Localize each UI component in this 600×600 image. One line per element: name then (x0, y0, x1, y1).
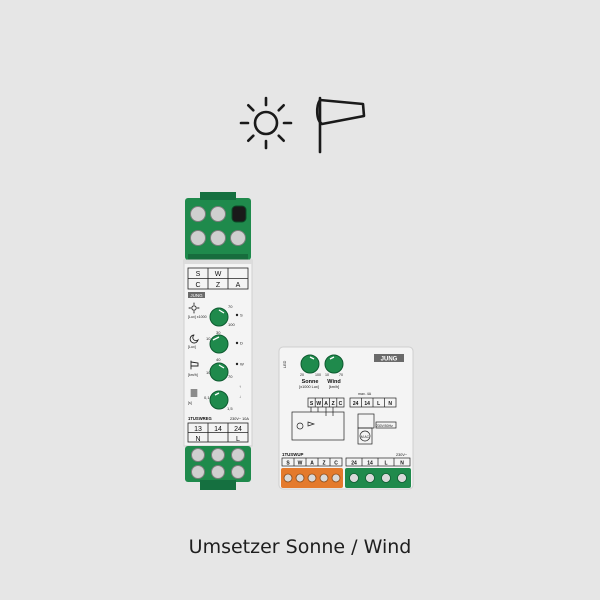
terminal-label-n: N (400, 461, 404, 467)
flush-led-label: LED (283, 360, 287, 368)
top-label-a: A (236, 282, 241, 289)
side-label-seconds: [s] (188, 401, 192, 405)
sun-dial-title: Sonne (302, 379, 319, 385)
dial3-lo: 10 (206, 370, 211, 375)
wind-dial-lo: 10 (325, 373, 329, 377)
led-wind (235, 362, 239, 366)
sun-dial-lo: 20 (300, 373, 304, 377)
terminal-label-c: C (334, 461, 338, 467)
din-rail-converter: S C W Z A JUNG 70 100 10 30 10 40 70 0,1… (183, 192, 253, 490)
flush-mounted-converter: JUNG LED 20 100 10 70 Sonne Wind [x1000 … (278, 346, 414, 490)
product-caption: Umsetzer Sonne / Wind (188, 536, 412, 558)
mark-s: S (240, 313, 243, 318)
green-terminal-block (345, 468, 411, 488)
terminal-label-24: 24 (351, 461, 357, 467)
mini-sun-icon (188, 302, 200, 314)
top-label-z: Z (216, 282, 221, 289)
top-label-c: C (195, 282, 200, 289)
bottom-label-n: N (195, 436, 200, 443)
led-dusk (235, 341, 239, 345)
schematic-z: Z (332, 401, 335, 407)
mini-timer-icon (190, 389, 198, 397)
schematic-c: C (339, 401, 343, 407)
side-label-lux: [Lux] (188, 345, 196, 349)
flush-rating-label: 230V~ (396, 453, 408, 457)
sun-dial-unit: [x1000 Lux] (299, 385, 319, 389)
flush-model-label: 1TUSWUP (282, 452, 304, 457)
dial-wind-threshold[interactable] (209, 362, 229, 382)
led-sun (235, 313, 239, 317)
rail-model-label: 1TUSWREG (188, 416, 212, 421)
dial-dusk-threshold[interactable] (209, 334, 229, 354)
motor-label: M AC (361, 435, 370, 439)
flush-brand-logo: JUNG (381, 357, 398, 363)
mini-moon-icon (189, 334, 199, 344)
bottom-screw-terminals (191, 448, 245, 479)
mark-w: W (240, 362, 244, 367)
top-label-w: W (215, 271, 222, 278)
dial1-right: 100 (228, 322, 235, 327)
sun-dial-hi: 100 (315, 373, 321, 377)
relay-n: N (388, 401, 392, 407)
voltage-label: 230V/50Hz (376, 424, 393, 428)
terminal-label-a: A (310, 461, 314, 467)
weather-icons (239, 96, 366, 154)
top-label-s: S (196, 271, 201, 278)
dial-wind-sensitivity[interactable] (324, 354, 344, 374)
terminal-label-14: 14 (367, 461, 373, 467)
mark-d: D (240, 341, 243, 346)
wind-dial-hi: 70 (339, 373, 343, 377)
terminal-label-w: W (298, 461, 303, 467)
wind-dial-title: Wind (327, 379, 340, 385)
sun-icon (239, 96, 293, 150)
dial2-lo: 10 (206, 336, 211, 341)
dial-sun-sensitivity[interactable] (300, 354, 320, 374)
mark-down: ↓ (239, 394, 241, 399)
windsock-icon (315, 96, 366, 154)
bottom-label-24: 24 (234, 426, 242, 433)
schematic-s: S (310, 401, 314, 407)
side-label-lux-x1000: [Lux] x1000 (188, 315, 207, 319)
wind-dial-unit: [km/h] (329, 385, 339, 389)
dial-delay-time[interactable] (209, 390, 229, 410)
dial4-lo: 0,1 (204, 395, 210, 400)
relay-l: L (377, 401, 380, 407)
relay-24: 24 (353, 401, 359, 407)
mini-windsock-icon (190, 360, 199, 370)
dial3-hi: 40 (216, 357, 221, 362)
schematic-a: A (324, 401, 328, 407)
bottom-label-13: 13 (194, 426, 202, 433)
dial1-hi: 70 (228, 304, 233, 309)
relay-14: 14 (364, 401, 370, 407)
bottom-label-14: 14 (214, 426, 222, 433)
top-screw-terminals (190, 205, 247, 246)
dial3-right: 70 (228, 374, 233, 379)
rail-rating-label: 230V~ 10A (230, 417, 249, 421)
mark-up: ↑ (239, 384, 241, 389)
dial2-hi: 30 (216, 330, 221, 335)
wiring-schematic (291, 397, 397, 445)
schematic-w: W (316, 401, 321, 407)
dial4-right: 1,5 (227, 406, 233, 411)
bottom-label-l: L (236, 436, 240, 443)
orange-terminal-block (281, 468, 343, 488)
terminal-label-z: Z (322, 461, 325, 467)
dial-sun-threshold[interactable] (209, 307, 229, 327)
relay-note: max. 4A (358, 392, 372, 396)
side-label-kmh: [km/h] (188, 373, 198, 377)
terminal-label-l: L (384, 461, 387, 467)
rail-brand-logo: JUNG (190, 293, 203, 298)
terminal-label-s: S (286, 461, 290, 467)
